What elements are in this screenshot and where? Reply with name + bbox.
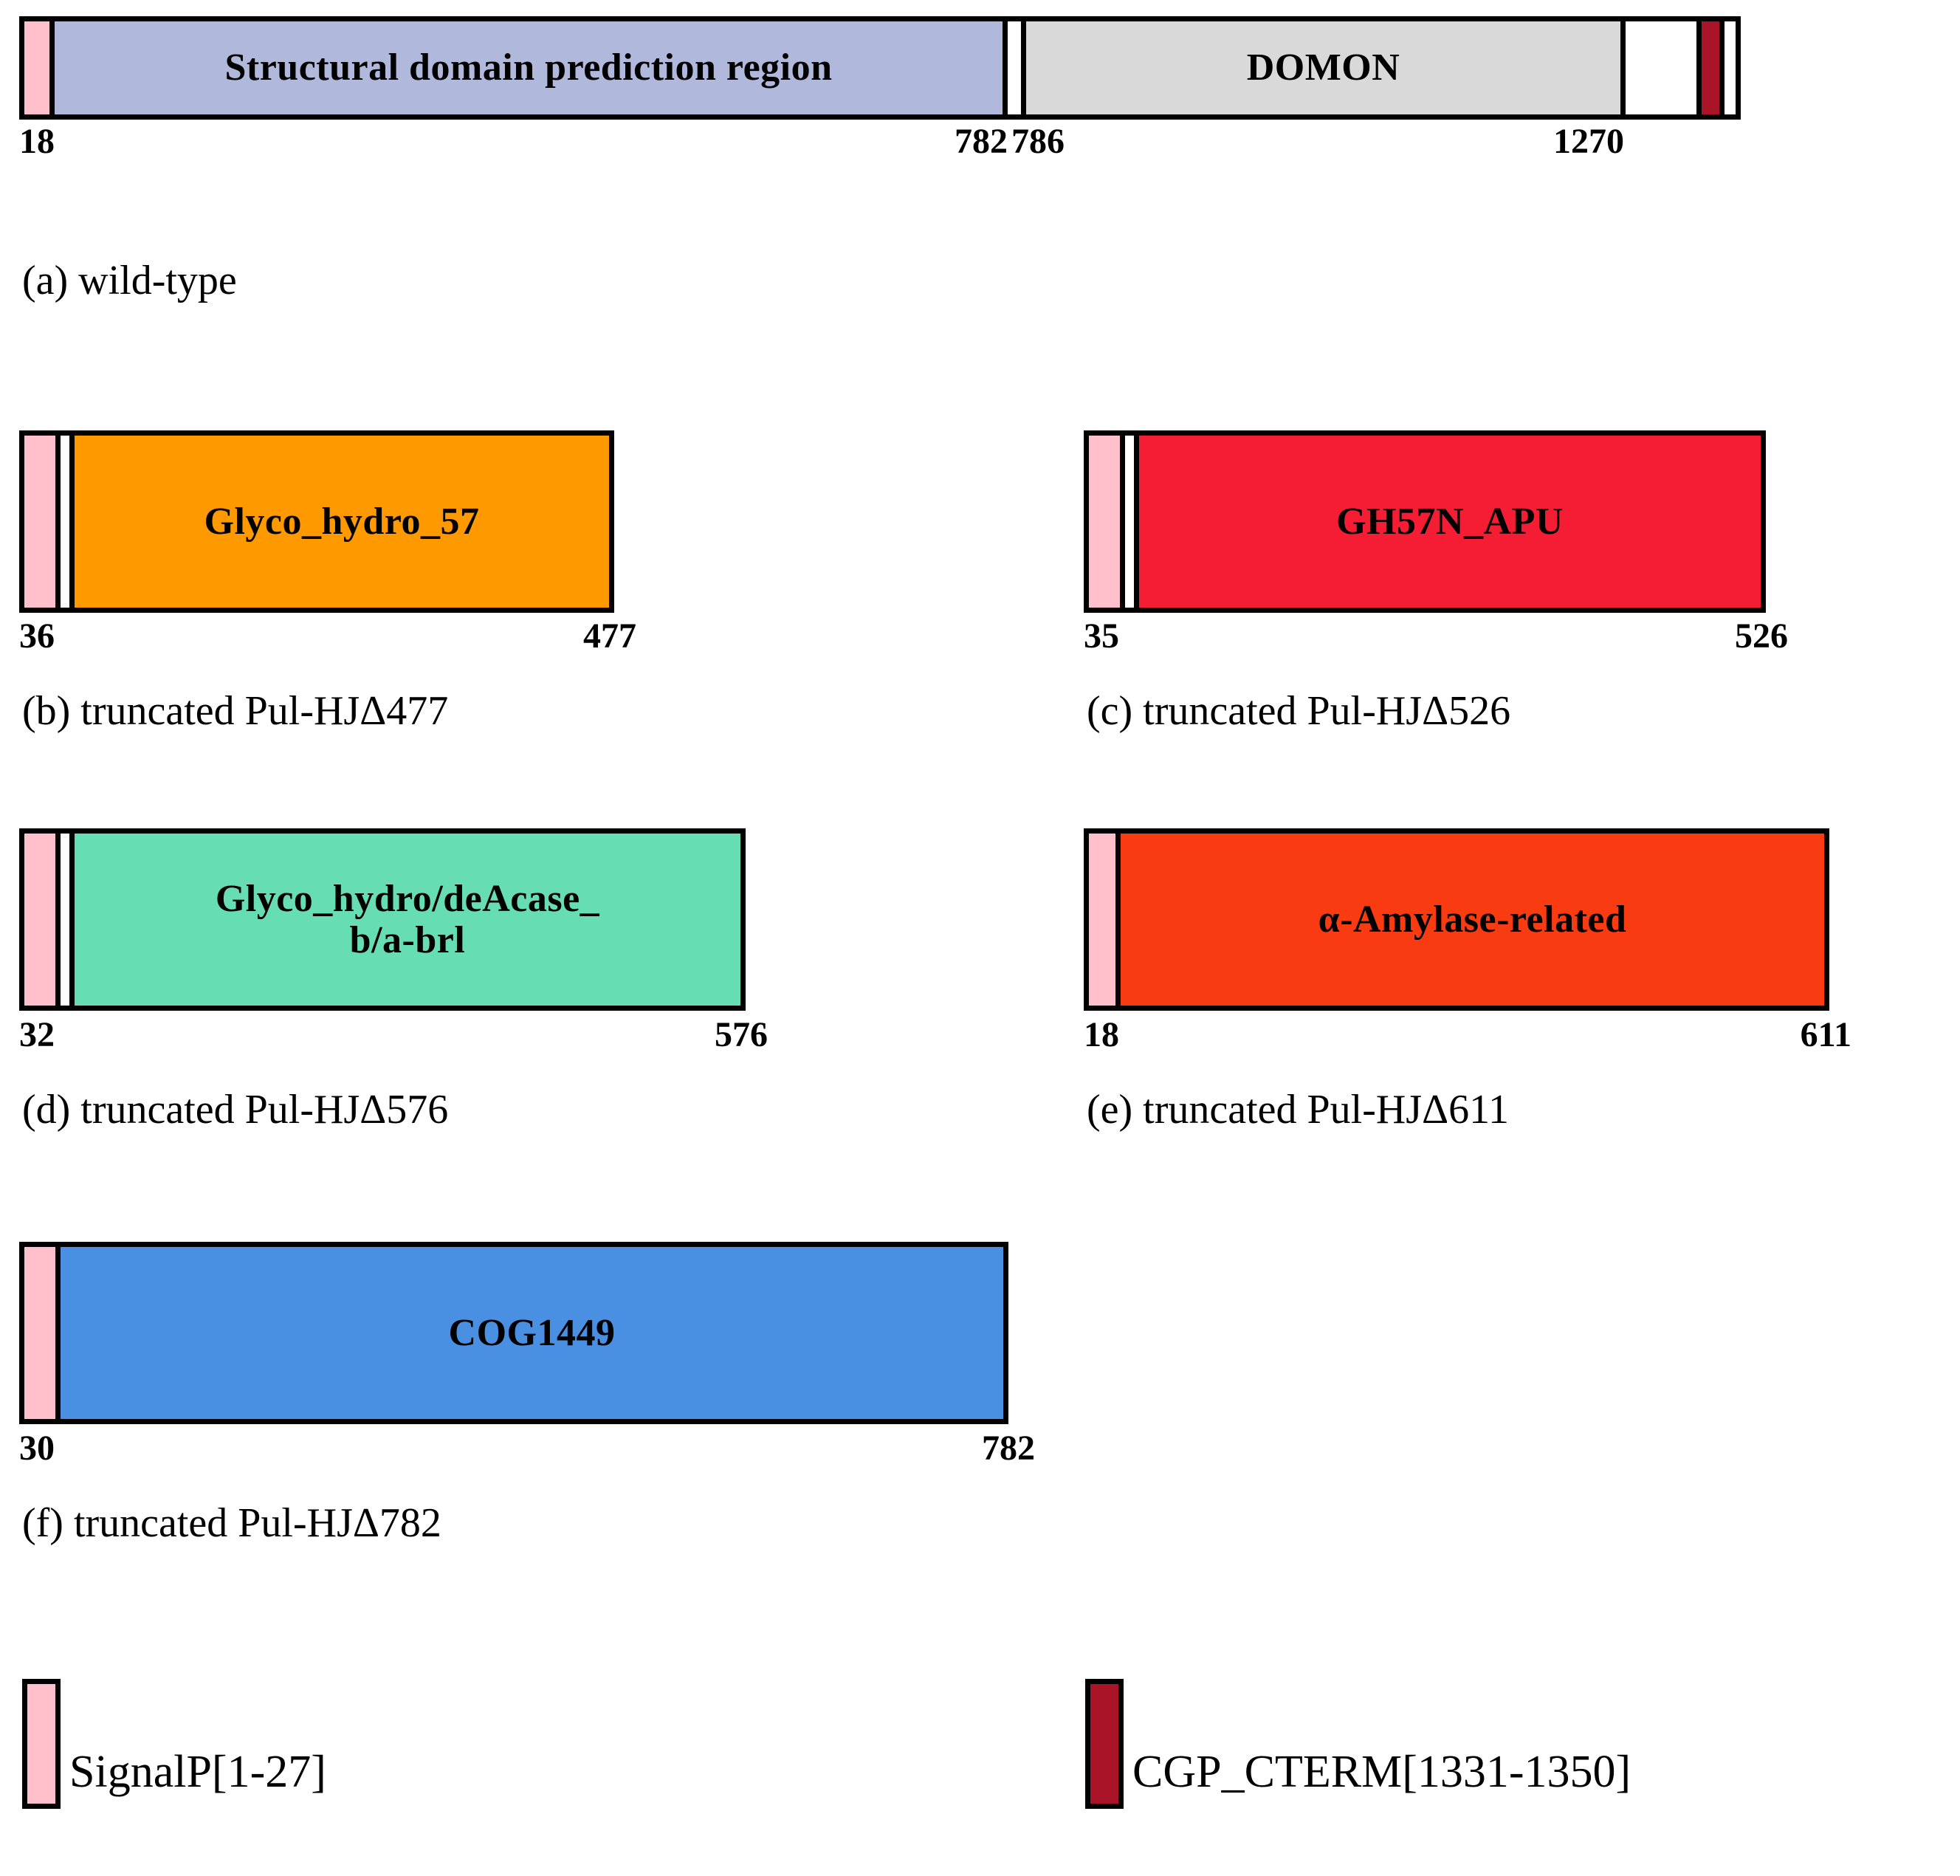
residue-label-start-b: 36: [19, 616, 55, 656]
residue-label-782-a: 782: [955, 122, 1008, 161]
residue-label-786-a: 786: [1011, 122, 1065, 161]
panel-caption-c: (c) truncated Pul-HJΔ526: [1087, 688, 1511, 734]
segment-label-cog1449: COG1449: [448, 1311, 616, 1354]
segment-signal-peptide: [24, 834, 55, 1006]
segment-divider: [1620, 21, 1626, 114]
residue-label-start-d: 32: [19, 1015, 55, 1054]
legend-label-cgp-cterm: CGP_CTERM[1331-1350]: [1132, 1747, 1631, 1797]
segment-label-glyco-hydro-deacase: Glyco_hydro/deAcase_ b/a-brl: [215, 878, 600, 961]
segment-signal-peptide: [24, 1247, 55, 1419]
segment-divider: [69, 436, 75, 608]
segment-divider: [1115, 834, 1121, 1006]
panel-d-domain-bar: Glyco_hydro/deAcase_ b/a-brl: [19, 828, 746, 1011]
residue-label-end-f: 782: [982, 1429, 1035, 1468]
segment-label-domon: DOMON: [1246, 47, 1400, 89]
segment-divider: [55, 1247, 61, 1419]
residue-label-1270-a: 1270: [1553, 122, 1624, 161]
segment-signal-peptide: [1089, 436, 1120, 608]
residue-label-start-e: 18: [1084, 1015, 1119, 1054]
segment-divider: [55, 436, 61, 608]
segment-divider: [1134, 436, 1139, 608]
segment-divider: [55, 834, 61, 1006]
segment-gap: [1008, 21, 1021, 114]
segment-label-alpha-amylase-related: α-Amylase-related: [1318, 898, 1627, 941]
residue-label-start-a: 18: [19, 122, 55, 161]
legend-item-signal-peptide: SignalP[1-27]: [22, 1679, 326, 1809]
segment-domon: DOMON: [1026, 21, 1620, 114]
segment-divider: [1696, 21, 1702, 114]
segment-signal-peptide: [24, 21, 49, 114]
segment-alpha-amylase-related: α-Amylase-related: [1121, 834, 1824, 1006]
segment-gap: [1626, 21, 1696, 114]
segment-gap: [61, 834, 69, 1006]
segment-cog1449: COG1449: [61, 1247, 1003, 1419]
segment-signal-peptide: [1089, 834, 1115, 1006]
legend-swatch-cgp-cterm: [1085, 1679, 1124, 1809]
residue-label-end-b: 477: [583, 616, 636, 656]
panel-caption-b: (b) truncated Pul-HJΔ477: [22, 688, 449, 734]
segment-divider: [1719, 21, 1725, 114]
residue-label-end-e: 611: [1800, 1015, 1851, 1054]
legend-label-signal-peptide: SignalP[1-27]: [69, 1747, 326, 1797]
panel-caption-e: (e) truncated Pul-HJΔ611: [1087, 1087, 1510, 1133]
segment-divider: [1021, 21, 1026, 114]
segment-divider: [1120, 436, 1125, 608]
residue-label-end-d: 576: [715, 1015, 768, 1054]
segment-label-structural-domain: Structural domain prediction region: [224, 47, 833, 89]
residue-label-end-c: 526: [1735, 616, 1788, 656]
segment-label-gh57n-apu: GH57N_APU: [1336, 500, 1564, 543]
panel-f-domain-bar: COG1449: [19, 1242, 1008, 1424]
segment-gap: [1725, 21, 1736, 114]
panel-caption-f: (f) truncated Pul-HJΔ782: [22, 1500, 441, 1546]
segment-label-glyco-hydro-57: Glyco_hydro_57: [204, 500, 480, 543]
legend-swatch-signal-peptide: [22, 1679, 61, 1809]
segment-structural-domain-prediction-region: Structural domain prediction region: [55, 21, 1003, 114]
segment-gap: [1125, 436, 1134, 608]
panel-a-domain-bar: Structural domain prediction region DOMO…: [19, 16, 1741, 120]
residue-label-start-c: 35: [1084, 616, 1119, 656]
segment-divider: [69, 834, 75, 1006]
segment-gap: [61, 436, 69, 608]
panel-c-domain-bar: GH57N_APU: [1084, 430, 1766, 613]
panel-e-domain-bar: α-Amylase-related: [1084, 828, 1829, 1011]
segment-cgp-cterm: [1702, 21, 1719, 114]
segment-divider: [49, 21, 55, 114]
panel-caption-d: (d) truncated Pul-HJΔ576: [22, 1087, 449, 1133]
panel-caption-a: (a) wild-type: [22, 258, 237, 303]
legend-item-cgp-cterm: CGP_CTERM[1331-1350]: [1085, 1679, 1631, 1809]
segment-divider: [1003, 21, 1008, 114]
segment-signal-peptide: [24, 436, 55, 608]
panel-b-domain-bar: Glyco_hydro_57: [19, 430, 614, 613]
segment-glyco-hydro-57: Glyco_hydro_57: [75, 436, 609, 608]
residue-label-start-f: 30: [19, 1429, 55, 1468]
segment-gh57n-apu: GH57N_APU: [1139, 436, 1761, 608]
segment-glyco-hydro-deacase: Glyco_hydro/deAcase_ b/a-brl: [75, 834, 740, 1006]
